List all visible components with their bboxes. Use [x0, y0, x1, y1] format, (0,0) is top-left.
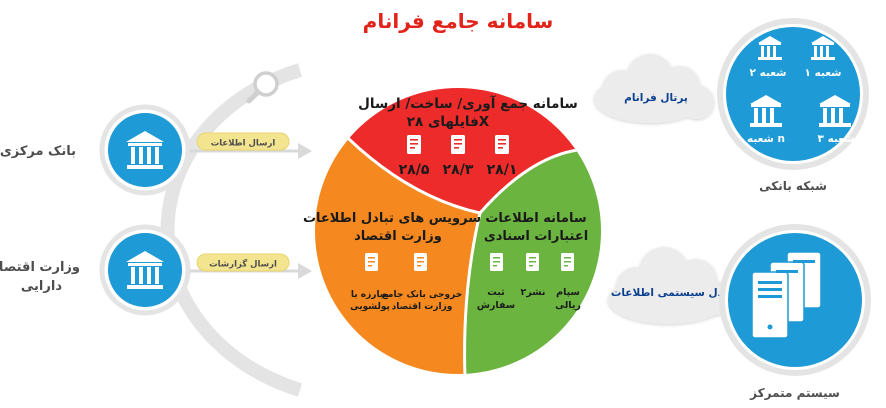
branch-1-label: شعبه ۱	[805, 67, 842, 79]
ministry-label-line1: وزارت اقتصاد و	[0, 260, 80, 275]
green-title-line2: اعتبارات اسنادی	[484, 229, 588, 244]
send-reports-arrow: ارسال گزارشات	[190, 253, 312, 279]
pie-outline	[311, 84, 605, 378]
file-label-28-5: ۲۸/۵	[399, 162, 430, 178]
central-bank-label: بانک مرکزی	[0, 144, 76, 159]
send-reports-label: ارسال گزارشات	[209, 259, 277, 270]
green-title-line1: سامانه اطلاعات	[485, 211, 586, 226]
ministry-label-line2: دارایی	[21, 279, 62, 294]
orange-item-export-b: وزارت اقتصاد	[392, 302, 453, 312]
red-title-line2: فایلهای ۲۸X	[407, 114, 490, 130]
file-icon	[490, 253, 503, 271]
green-item-nashr2: نشر۲	[521, 287, 546, 298]
central-bank-node	[99, 104, 191, 196]
send-info-arrow: ارسال اطلاعات	[190, 132, 312, 159]
orange-title-line2: وزارت اقتصاد	[354, 229, 442, 244]
page-title: سامانه جامع فرانام	[363, 9, 554, 33]
exchange-label: تبادل سیستمی اطلاعات	[611, 287, 735, 299]
file-icon	[407, 135, 421, 154]
branch-n-icon	[750, 95, 782, 127]
green-item-order-a: ثبت	[487, 287, 505, 298]
branch-n-label: شعبه n	[747, 133, 785, 145]
portal-cloud	[594, 54, 714, 123]
file-icon	[365, 253, 378, 271]
file-icon	[495, 135, 509, 154]
orange-title-line1: سرویس های تبادل اطلاعات	[303, 211, 481, 226]
banking-network-label: شبکه بانکی	[759, 179, 827, 193]
portal-label: پرتال فرانام	[624, 92, 688, 104]
magnifier-icon	[246, 71, 279, 104]
green-item-order-b: سفارش	[477, 300, 515, 311]
file-icon	[526, 253, 539, 271]
branch-2-icon	[758, 36, 782, 60]
file-icon	[414, 253, 427, 271]
bank-building-icon	[126, 131, 164, 169]
green-item-sepam-a: سپام	[556, 287, 580, 298]
green-item-sepam-b: ریالی	[555, 300, 581, 311]
banking-network-node	[717, 18, 869, 170]
bank-building-icon	[126, 251, 164, 289]
branch-2-label: شعبه ۲	[750, 67, 787, 79]
orange-item-export-a: خروجی بانک جامع	[382, 290, 462, 300]
servers-icon	[751, 251, 822, 339]
exchange-cloud	[608, 247, 733, 324]
file-label-28-3: ۲۸/۳	[443, 162, 474, 178]
orange-item-aml-b: پولشویی	[350, 302, 390, 312]
branch-3-label: شعبه ۳	[818, 133, 855, 145]
send-info-label: ارسال اطلاعات	[211, 139, 276, 149]
file-label-28-1: ۲۸/۱	[487, 162, 518, 178]
central-system-label: سیستم متمرکز	[749, 386, 840, 400]
ministry-node	[99, 224, 191, 316]
orange-item-aml-a: مبارزه با	[351, 290, 389, 300]
branch-1-icon	[811, 36, 835, 60]
file-icon	[561, 253, 574, 271]
red-title-line1: سامانه جمع آوری/ ساخت/ ارسال	[358, 95, 578, 112]
branch-3-icon	[819, 95, 851, 127]
grey-arc	[160, 63, 303, 397]
file-icon	[451, 135, 465, 154]
pie-divider	[328, 118, 601, 379]
